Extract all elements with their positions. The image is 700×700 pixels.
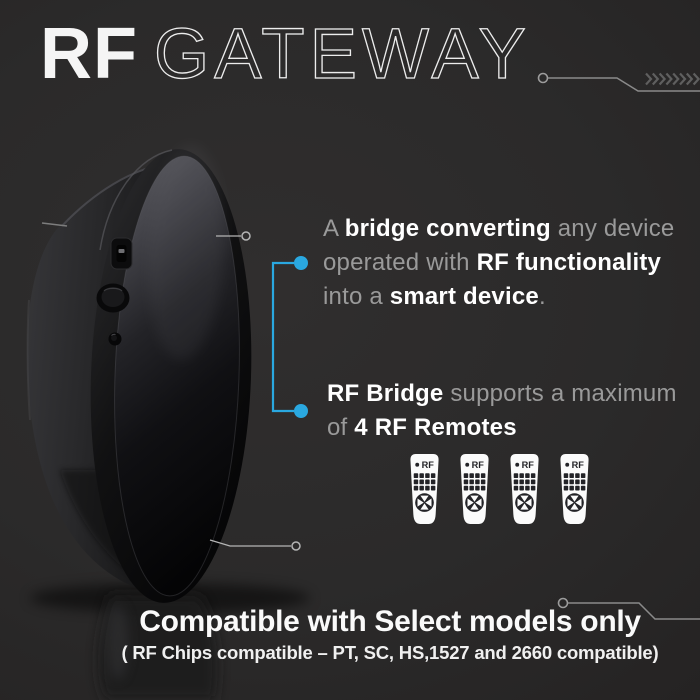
remote-rf-label: RF (522, 460, 535, 470)
footer-subline: ( RF Chips compatible – PT, SC, HS,1527 … (121, 642, 659, 663)
rf-remote-icon: RF (460, 454, 489, 524)
text-line: RF Bridge supports a maximum (327, 380, 677, 407)
callout-line-bottom (209, 539, 301, 551)
circuit-trace-bottom-right (557, 597, 700, 620)
remote-dpad (415, 493, 434, 512)
rf-remotes-row: RF RF RF RF (408, 451, 591, 527)
text-line: operated with RF functionality (323, 249, 662, 276)
rf-remote-icon: RF (560, 454, 589, 524)
circuit-trace-top-right (537, 72, 700, 92)
callout-line-left (41, 222, 68, 227)
blue-connector-dot-bottom (294, 404, 308, 418)
remote-led-dot (515, 462, 520, 467)
remote-rf-label: RF (572, 460, 585, 470)
remote-rf-label: RF (422, 460, 435, 470)
title-bold-rf: RF (40, 14, 138, 94)
rf-remote-icon: RF (410, 454, 439, 524)
text-line: A bridge converting any device (323, 215, 675, 242)
callout-circle-bottom (291, 541, 301, 551)
remote-led-dot (415, 462, 420, 467)
reflection-highlight (108, 604, 128, 680)
footer: Compatible with Select models only ( RF … (80, 603, 700, 665)
blue-connector-dot-top (294, 256, 308, 270)
footer-headline: Compatible with Select models only (139, 605, 641, 638)
device-glossy-face (114, 144, 240, 597)
text-line: of 4 RF Remotes (327, 414, 517, 441)
remote-dpad (465, 493, 484, 512)
remote-led-dot (565, 462, 570, 467)
chevron-arrows-icon (645, 72, 700, 86)
remote-dpad (515, 493, 534, 512)
title-light-gateway: GATEWAY (153, 14, 531, 94)
device-reflection (98, 595, 218, 700)
blue-connector-bracket (271, 256, 308, 418)
usb-port (110, 237, 133, 270)
callout-circle-top (241, 231, 251, 241)
remotes-description-text: RF Bridge supports a maximum of 4 RF Remo… (327, 377, 677, 445)
callout-line-top (216, 231, 251, 241)
rf-remote-icon: RF (510, 454, 539, 524)
remote-led-dot (465, 462, 470, 467)
text-line: into a smart device. (323, 283, 546, 310)
pairing-button (96, 283, 130, 313)
bridge-description-text: A bridge converting any device operated w… (323, 212, 674, 314)
led-indicator (108, 332, 122, 346)
remote-rf-label: RF (472, 460, 485, 470)
remote-dpad (565, 493, 584, 512)
